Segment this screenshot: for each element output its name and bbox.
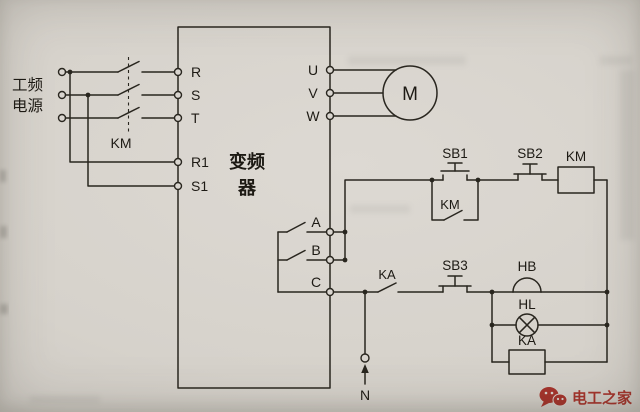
terminal-A [325,227,335,237]
terminal-S-label: S [191,87,200,103]
motor-label: M [402,84,418,105]
km-coil-label: KM [566,149,586,164]
terminal-T [173,113,183,123]
ka-coil-box [508,349,546,375]
terminal-B [325,255,335,265]
terminal-S1 [173,181,183,191]
terminal-T-label: T [191,110,200,126]
supply-terminal-s [57,90,67,100]
page-bleedthrough-smudges [30,56,634,403]
km-aux-label: KM [440,197,460,212]
photo-edge-marks [0,170,8,314]
km-blade-t [117,106,140,119]
lamp-cross [518,316,536,334]
hl-label: HL [518,297,536,312]
terminal-W [325,111,335,121]
ka-contact-blade [377,282,397,293]
n-terminal-circle [360,353,370,363]
km-blade-r [117,60,140,73]
terminal-A-label: A [311,214,321,230]
motor-circle [382,65,438,121]
terminal-C [325,287,335,297]
km-coil-box [557,166,595,194]
n-label: N [360,387,370,403]
ka-coil-label: KA [518,333,536,348]
inverter-box: 变频 器 R S T R1 S1 U V W A B C [173,26,335,389]
fault-relay-contacts [277,221,328,293]
hl-lamp: HL [489,297,610,337]
terminal-V [325,88,335,98]
relay-contact-b-blade [286,249,306,261]
ka-contact-label: KA [378,267,396,282]
sb1-start-button: SB1 [440,146,470,181]
sb1-label: SB1 [442,146,468,161]
neutral-terminal: N [360,291,370,403]
terminal-S [173,90,183,100]
terminal-B-label: B [311,242,320,258]
km-aux-contact: KM [429,177,481,221]
sb1-plunger [447,162,463,172]
alarm-circuit: KA N SB3 HB [332,258,610,403]
sb3-label: SB3 [442,258,468,273]
supply-label-line1: 工频 [12,76,43,94]
km-aux-blade [443,209,463,221]
supply-terminal-r [57,67,67,77]
bell-icon [512,277,542,293]
terminal-R-label: R [191,64,201,80]
sb3-plunger [447,275,463,287]
sb2-label: SB2 [517,146,543,161]
hb-bell: HB [512,259,610,295]
supply-terminal-t [57,113,67,123]
watermark-text: 电工之家 [572,389,632,407]
watermark: 电工之家 [539,387,632,407]
inverter-name-line1: 变频 [229,151,265,172]
inverter-name-line2: 器 [237,178,257,198]
terminal-U [325,65,335,75]
km-coil: KM [541,149,608,194]
start-stop-circuit: SB1 KM SB2 KM [332,146,608,363]
wechat-icon [539,387,568,407]
supply-label-line2: 电源 [12,97,43,115]
terminal-W-label: W [306,108,320,124]
terminal-R1-label: R1 [191,154,209,170]
relay-contact-a-blade [286,221,306,233]
km-main-label: KM [111,135,132,151]
sb2-stop-button: SB2 [513,146,547,181]
km-main-contactor-switch: KM [64,57,176,187]
motor: M [332,65,438,121]
terminal-R1 [173,157,183,167]
terminal-C-label: C [311,274,321,290]
inverter-outline [177,26,331,389]
sb3-button: SB3 [438,258,472,293]
ka-coil: KA [491,333,608,375]
terminal-U-label: U [308,62,318,78]
terminal-V-label: V [308,85,318,101]
ka-contact: KA [377,267,397,293]
hb-label: HB [518,259,537,274]
mains-supply: 工频 电源 [12,67,67,123]
sb2-plunger [522,163,538,175]
terminal-S1-label: S1 [191,178,208,194]
terminal-R [173,67,183,77]
n-terminal-arrowhead [361,364,369,373]
